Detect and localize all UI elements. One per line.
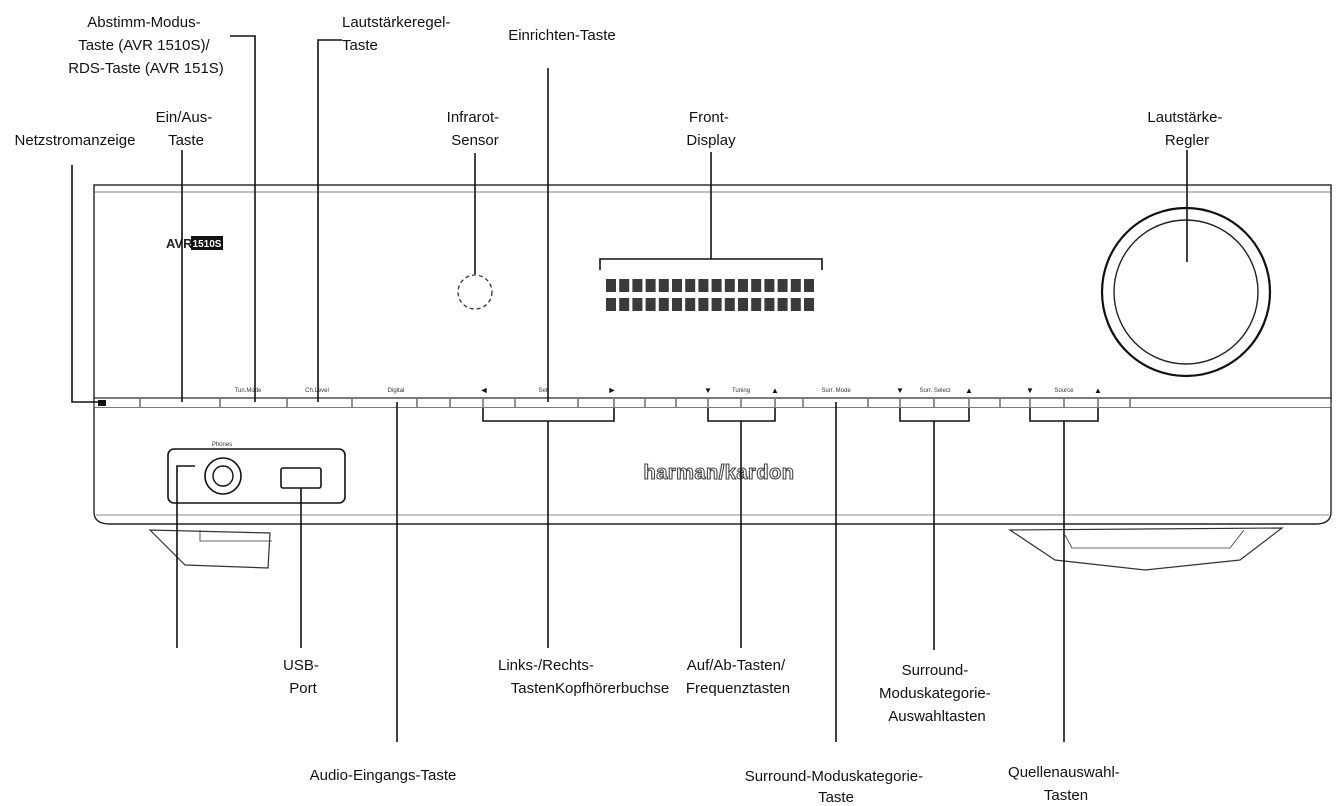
display-char-cell: [645, 298, 656, 311]
power-indicator-led: [98, 400, 106, 406]
label-tuning: Tuning: [732, 388, 750, 394]
display-char-cell: [764, 298, 775, 311]
label-surr-select: Surr. Select: [919, 388, 950, 394]
label-digital: Digital: [388, 388, 405, 394]
display-char-cell: [632, 279, 643, 292]
callout-ein-aus: Ein/Aus- Taste: [156, 109, 217, 149]
display-char-cell: [672, 279, 682, 292]
callout-surround-auswahl: Surround- Moduskategorie- Auswahltasten: [879, 662, 995, 725]
display-char-cell: [672, 298, 682, 311]
display-char-cell: [619, 279, 630, 292]
label-surr-mode: Surr. Mode: [821, 388, 851, 394]
label-source: Source: [1054, 388, 1074, 394]
display-char-cell: [658, 298, 669, 311]
arrow-right-icon: ►: [608, 385, 617, 395]
leader-netzstrom: [71, 165, 100, 403]
display-char-cell: [738, 298, 748, 311]
leader-lines: [71, 35, 1188, 742]
model-badge: AVR 1510S: [166, 236, 223, 251]
label-set: Set: [538, 388, 547, 394]
display-char-cell: [685, 298, 696, 311]
callout-surround-taste: Surround-Moduskategorie- Taste: [745, 768, 928, 806]
source-down-icon: ▼: [1026, 386, 1034, 395]
callout-abstimm-modus: Abstimm-Modus- Taste (AVR 1510S)/ RDS-Ta…: [68, 14, 224, 77]
surr-down-icon: ▼: [896, 386, 904, 395]
model-badge-box: [191, 236, 223, 250]
right-foot: [1008, 527, 1284, 571]
display-char-cell: [777, 298, 788, 311]
display-char-cell: [724, 279, 735, 292]
display-char-cell: [764, 279, 775, 292]
lower-panel: [93, 408, 1332, 525]
callout-infrarot: Infrarot- Sensor: [447, 109, 504, 149]
brand-logo: harman/kardon: [644, 462, 795, 484]
front-buttons: [98, 399, 1131, 407]
display-char-cell: [724, 298, 735, 311]
display-char-cell: [804, 298, 814, 311]
callout-front-display: Front- Display: [686, 109, 736, 149]
callout-quellenauswahl: Quellenauswahl- Tasten: [1008, 764, 1124, 804]
volume-knob[interactable]: [1100, 206, 1272, 378]
display-char-cell: [606, 279, 616, 292]
display-char-cell: [790, 279, 801, 292]
display-char-cell: [619, 298, 630, 311]
model-badge-text: 1510S: [193, 239, 222, 250]
callout-audio-eingang: Audio-Eingangs-Taste: [310, 767, 457, 784]
display-char-cell: [804, 279, 814, 292]
display-char-cell: [711, 298, 722, 311]
callout-auf-ab: Auf/Ab-Tasten/ Frequenztasten: [686, 657, 790, 697]
phones-label: Phones: [212, 442, 232, 448]
label-tun-mode: Tun.Mode: [235, 388, 262, 394]
button-strip: [93, 397, 1332, 409]
arrow-left-icon: ◄: [480, 385, 489, 395]
tuning-up-icon: ▲: [771, 386, 779, 395]
surr-up-icon: ▲: [965, 386, 973, 395]
phones-usb-panel: Phones: [167, 442, 346, 504]
display-char-cell: [606, 298, 616, 311]
callout-usb: USB- Port: [283, 657, 323, 697]
display-char-cell: [711, 279, 722, 292]
leader-lautstaerkeregel: [317, 39, 342, 402]
left-foot-shadow: [199, 530, 272, 542]
leader-phones: [176, 465, 195, 648]
display-char-cell: [685, 279, 696, 292]
callout-netzstromanzeige: Netzstromanzeige: [15, 132, 136, 149]
display-char-cell: [751, 298, 762, 311]
usb-port[interactable]: [280, 467, 322, 489]
callout-links-rechts: Links-/Rechts- TastenKopfhörerbuchse: [498, 657, 669, 697]
headphone-jack-inner[interactable]: [212, 465, 234, 487]
label-ch-level: Ch.Level: [305, 388, 329, 394]
tuning-down-icon: ▼: [704, 386, 712, 395]
display-char-cell: [738, 279, 748, 292]
infrared-sensor: [457, 274, 493, 310]
right-foot-shadow: [1064, 529, 1245, 549]
display-char-cell: [632, 298, 643, 311]
source-up-icon: ▲: [1094, 386, 1102, 395]
volume-knob-inner[interactable]: [1113, 219, 1259, 365]
leader-abstimm: [230, 35, 256, 402]
display-char-cell: [698, 298, 709, 311]
callout-einrichten: Einrichten-Taste: [508, 27, 616, 44]
display-char-cell: [777, 279, 788, 292]
display-char-cell: [790, 298, 801, 311]
callout-labels: Netzstromanzeige Ein/Aus- Taste Abstimm-…: [15, 14, 1226, 806]
display-char-cell: [698, 279, 709, 292]
left-foot: [148, 529, 271, 569]
strip-labels: Tun.Mode Ch.Level Digital Set Tuning Sur…: [235, 385, 1102, 395]
front-display: [599, 258, 823, 311]
display-char-cell: [751, 279, 762, 292]
display-char-cell: [658, 279, 669, 292]
display-char-cell: [645, 279, 656, 292]
callout-lautstaerke-regler: Lautstärke- Regler: [1147, 109, 1226, 149]
model-prefix: AVR: [166, 236, 193, 251]
callout-lautstaerkeregel: Lautstärkeregel- Taste: [342, 14, 455, 54]
